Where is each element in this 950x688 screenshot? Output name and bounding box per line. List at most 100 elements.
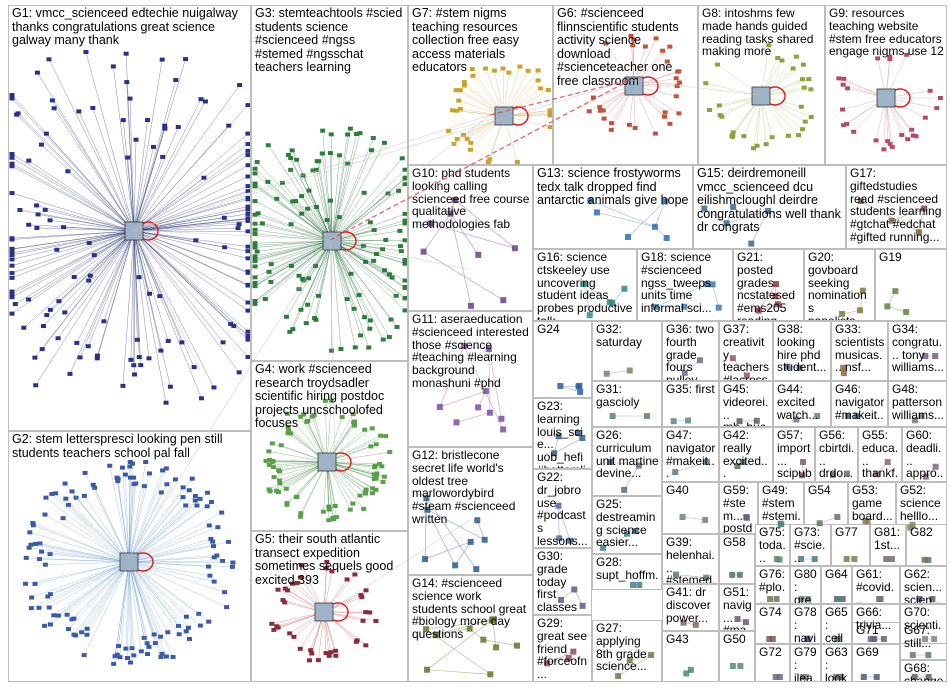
network-node <box>201 176 206 180</box>
group-tile-g30: G30: grade today first classes released.… <box>533 548 592 615</box>
network-node <box>791 66 796 70</box>
group-label-g29: G29: great see friend #forceofn... steph… <box>537 617 589 682</box>
network-node <box>73 633 78 637</box>
network-node <box>253 283 258 287</box>
group-tile-g72: G72 <box>755 644 790 682</box>
network-node <box>153 641 158 645</box>
network-node <box>874 674 880 680</box>
network-node <box>844 122 849 126</box>
network-node <box>246 149 251 153</box>
network-node <box>298 647 303 651</box>
group-label-g17: G17: giftedstudies read #scienceed stude… <box>850 167 944 244</box>
network-node <box>27 530 32 534</box>
network-node <box>779 58 784 62</box>
network-node <box>482 537 488 543</box>
group-tile-g32: G32: saturday <box>592 321 662 381</box>
group-graph-g1 <box>9 6 251 431</box>
network-node <box>844 556 850 562</box>
network-node <box>47 605 52 609</box>
network-node <box>158 655 163 659</box>
network-node <box>246 212 251 216</box>
network-node <box>10 152 15 156</box>
network-node <box>475 252 481 258</box>
network-node <box>266 270 271 274</box>
group-tile-g57: G57: import... scipub... <box>773 427 815 482</box>
network-node <box>403 296 408 300</box>
network-node <box>120 466 125 470</box>
network-node <box>325 218 330 222</box>
network-node <box>403 285 408 289</box>
network-node <box>10 162 15 166</box>
network-node <box>548 109 553 113</box>
network-node <box>246 249 251 253</box>
network-node <box>90 106 95 110</box>
network-node <box>576 383 582 389</box>
network-node <box>368 318 373 322</box>
network-node <box>209 500 214 504</box>
network-node <box>316 159 321 163</box>
network-node <box>207 523 212 527</box>
network-node <box>70 489 75 493</box>
network-node <box>33 542 38 546</box>
hub-avatar <box>495 107 513 125</box>
network-node <box>369 148 374 152</box>
group-tile-g51: G51: navig... #mak... <box>719 584 755 631</box>
network-node <box>374 442 379 446</box>
network-node <box>601 108 606 112</box>
network-node <box>702 517 708 523</box>
network-node <box>26 297 31 301</box>
group-label-g32: G32: saturday <box>596 323 659 349</box>
group-label-g79: G79: ilea... <box>794 646 818 682</box>
group-tile-g13: G13: science frostyworms tedx talk dropp… <box>533 165 693 249</box>
network-node <box>253 183 258 187</box>
network-node <box>123 473 128 477</box>
network-node <box>48 592 53 596</box>
network-node <box>633 126 638 130</box>
network-node <box>266 449 271 453</box>
network-node <box>546 88 551 92</box>
network-node <box>473 566 479 572</box>
network-node <box>42 513 47 517</box>
network-node <box>387 335 392 339</box>
network-node <box>394 294 399 298</box>
network-node <box>128 358 133 362</box>
network-node <box>333 649 338 653</box>
network-node <box>707 108 712 112</box>
group-label-g56: G56: cbirtdi... drdo... <box>819 429 855 480</box>
network-node <box>176 125 181 129</box>
group-tile-g28: G28: supt_hoffm... <box>592 554 662 590</box>
network-node <box>834 596 840 602</box>
network-node <box>514 643 520 649</box>
group-tile-g4: G4: work #scienceed research troydsadler… <box>251 361 408 531</box>
network-node <box>111 662 116 666</box>
group-tile-g42: G42: really excited... <box>719 427 773 482</box>
network-node <box>806 77 811 81</box>
group-label-g33: G33: scientists musicas... nsf... <box>835 323 885 374</box>
network-node <box>253 232 258 236</box>
network-node <box>166 339 171 343</box>
group-tile-g74: G74 <box>755 604 790 644</box>
network-node <box>198 497 203 501</box>
network-node <box>288 168 293 172</box>
group-tile-g81: G81: 1st... <box>870 524 906 566</box>
network-node <box>67 372 72 376</box>
network-node <box>836 76 841 80</box>
network-node <box>52 106 57 110</box>
network-node <box>29 606 34 610</box>
hub-avatar <box>315 603 333 621</box>
network-node <box>676 111 681 115</box>
group-label-g61: G61: #covid... #scie... <box>856 568 897 604</box>
network-node <box>801 63 806 67</box>
group-label-g54: G54 <box>808 484 845 497</box>
group-label-g62: G62: scien... scien... <box>904 568 944 604</box>
group-label-g57: G57: import... scipub... <box>777 429 812 482</box>
network-node <box>577 389 583 395</box>
group-tile-g35: G35: first <box>662 381 719 427</box>
network-node <box>198 97 203 101</box>
network-node <box>192 365 197 369</box>
network-node <box>493 644 499 650</box>
group-label-g48: G48: patterson williams... <box>892 383 944 421</box>
network-node <box>24 556 29 560</box>
network-node <box>50 98 55 102</box>
network-node <box>885 139 890 143</box>
